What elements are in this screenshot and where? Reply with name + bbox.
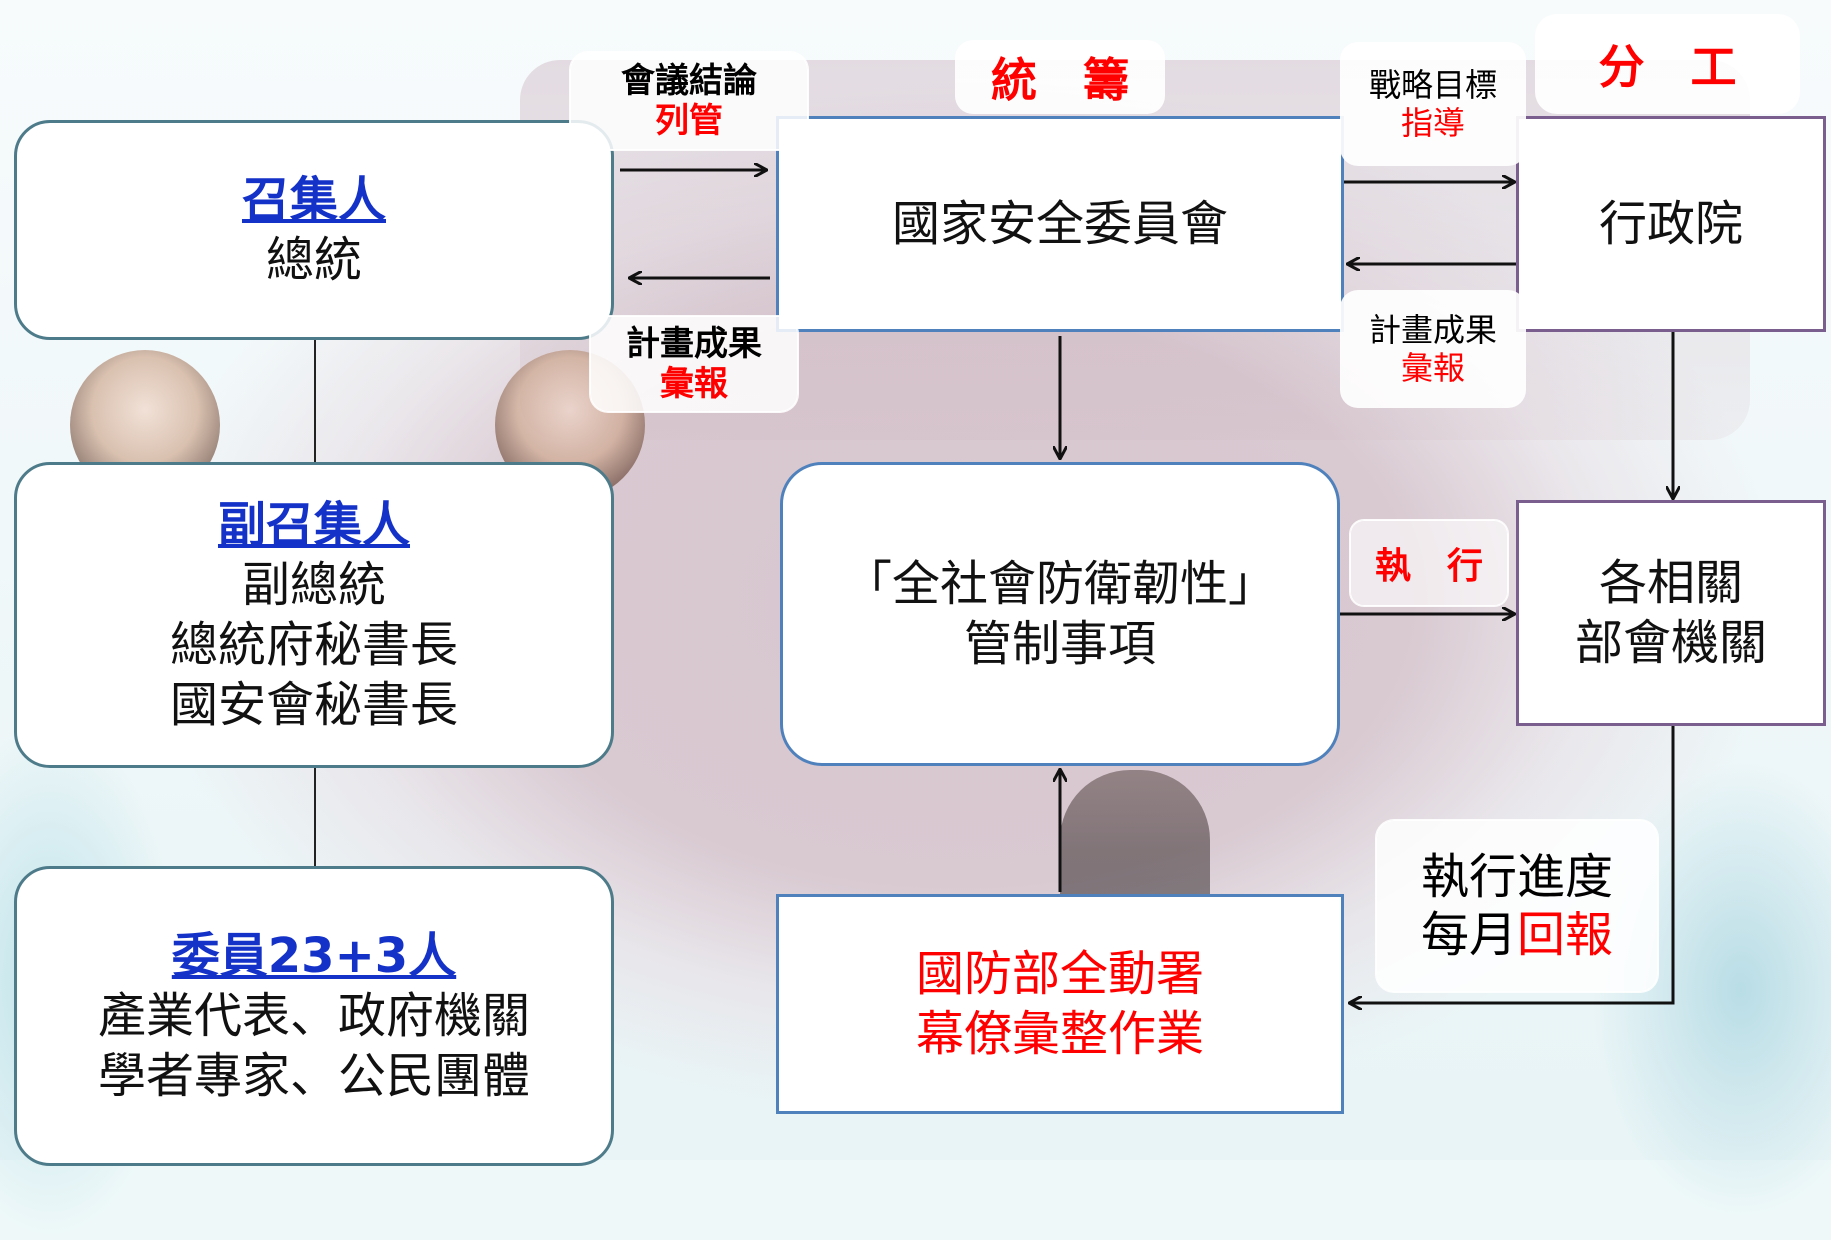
progress-monthly: 每月 (1420, 907, 1517, 963)
nsc-label: 國家安全委員會 (891, 196, 1228, 252)
convener-box: 召集人 總統 (14, 120, 614, 340)
progress-line-2: 每月回報 (1421, 906, 1613, 964)
meeting-conclusion-line-1: 會議結論 (621, 61, 757, 101)
members-line-2: 學者專家、公民團體 (97, 1048, 530, 1104)
executive-yuan-box: 行政院 (1516, 116, 1826, 332)
convener-title: 召集人 (241, 172, 386, 228)
members-title: 委員23+3人 (171, 928, 457, 984)
agencies-line-1: 各相關 (1598, 555, 1743, 611)
strategy-goal-note: 戰略目標 指導 (1340, 42, 1526, 166)
meeting-conclusion-note: 會議結論 列管 (570, 52, 808, 150)
nsc-box: 國家安全委員會 (776, 116, 1344, 332)
strategy-goal-line-1: 戰略目標 (1368, 66, 1497, 104)
plan-results-right-line-1: 計畫成果 (1368, 311, 1497, 349)
control-items-box: 「全社會防衛韌性」 管制事項 (780, 462, 1340, 766)
progress-report: 回報 (1517, 907, 1614, 963)
agencies-box: 各相關 部會機關 (1516, 500, 1826, 726)
executive-yuan-label: 行政院 (1598, 196, 1743, 252)
mod-staff-line-2: 幕僚彙整作業 (915, 1006, 1204, 1062)
connector-arrows (314, 0, 1831, 1160)
division-label: 分 工 (1598, 40, 1737, 94)
plan-results-right-line-2: 彙報 (1400, 349, 1465, 387)
meeting-conclusion-line-2: 列管 (655, 101, 723, 141)
plan-results-left-line-2: 彙報 (660, 364, 728, 404)
vice-convener-line-1: 副總統 (241, 557, 386, 613)
progress-line-1: 執行進度 (1420, 849, 1613, 905)
control-items-line-2: 管制事項 (963, 616, 1156, 672)
execute-label: 執 行 (1374, 546, 1483, 587)
coordinate-label: 統 籌 (991, 53, 1129, 107)
strategy-goal-line-2: 指導 (1400, 104, 1465, 142)
vice-convener-title: 副召集人 (217, 497, 410, 553)
convener-line-1: 總統 (265, 232, 362, 288)
coordinate-label-box: 統 籌 (955, 40, 1165, 114)
division-label-box: 分 工 (1535, 14, 1800, 114)
plan-results-left-note: 計畫成果 彙報 (590, 316, 798, 412)
execute-note: 執 行 (1350, 520, 1508, 606)
progress-note: 執行進度 每月回報 (1376, 820, 1658, 992)
control-items-line-1: 「全社會防衛韌性」 (843, 556, 1276, 612)
agencies-line-2: 部會機關 (1574, 615, 1767, 671)
members-line-1: 產業代表、政府機關 (97, 988, 530, 1044)
vice-convener-line-3: 國安會秘書長 (169, 677, 458, 733)
mod-staff-box: 國防部全動署 幕僚彙整作業 (776, 894, 1344, 1114)
plan-results-left-line-1: 計畫成果 (626, 324, 762, 364)
vice-convener-box: 副召集人 副總統 總統府秘書長 國安會秘書長 (14, 462, 614, 768)
plan-results-right-note: 計畫成果 彙報 (1340, 290, 1526, 408)
members-box: 委員23+3人 產業代表、政府機關 學者專家、公民團體 (14, 866, 614, 1166)
mod-staff-line-1: 國防部全動署 (915, 946, 1204, 1002)
vice-convener-line-2: 總統府秘書長 (169, 617, 458, 673)
arrow-progress-report (1350, 726, 1675, 1003)
